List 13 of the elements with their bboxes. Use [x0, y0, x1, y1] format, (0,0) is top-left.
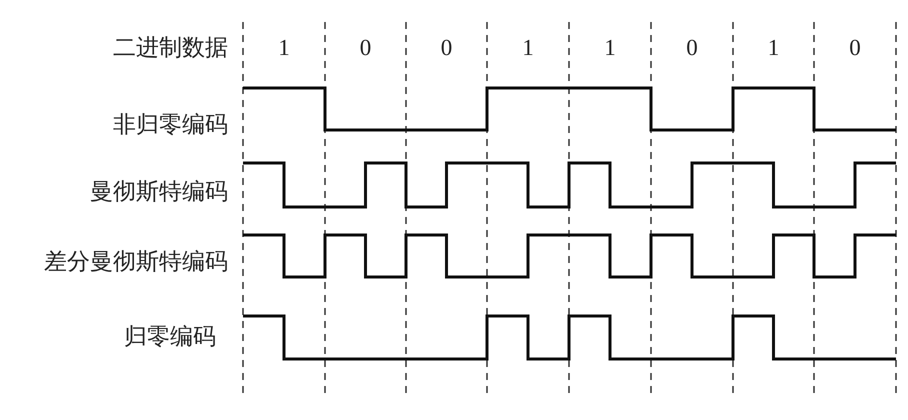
- row-label: 非归零编码: [113, 111, 228, 139]
- bit-value: 0: [849, 34, 861, 62]
- bit-value: 0: [360, 34, 372, 62]
- bit-value: 0: [440, 34, 452, 62]
- row-label: 归零编码: [124, 323, 216, 351]
- row-label: 二进制数据: [113, 34, 228, 62]
- bit-value: 1: [768, 34, 780, 62]
- bit-value: 1: [522, 34, 534, 62]
- bit-value: 0: [686, 34, 698, 62]
- bit-value: 1: [278, 34, 290, 62]
- row-label: 曼彻斯特编码: [90, 178, 228, 206]
- bit-value: 1: [604, 34, 616, 62]
- row-label: 差分曼彻斯特编码: [44, 248, 228, 276]
